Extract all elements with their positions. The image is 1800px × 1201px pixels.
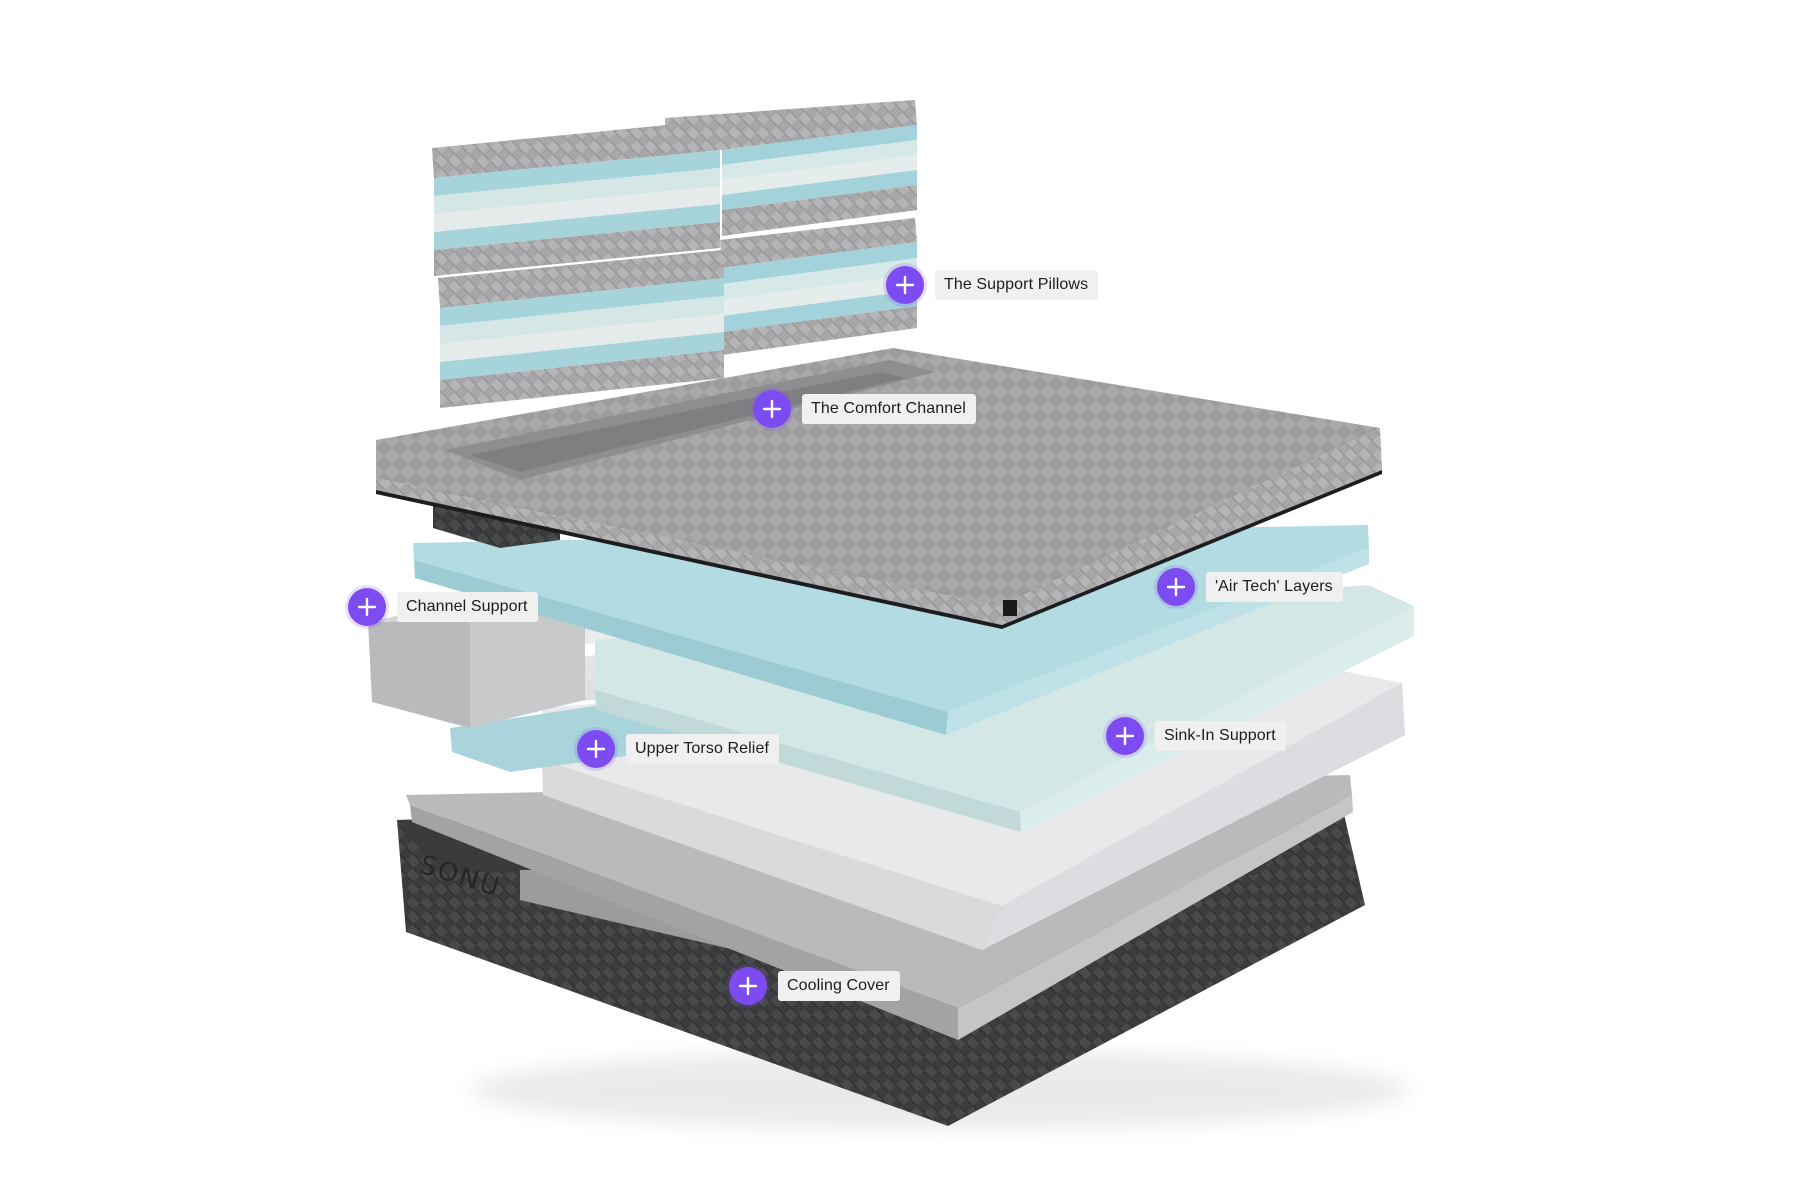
support-pillows (432, 100, 917, 408)
pillow-stack-front-left (438, 250, 724, 408)
hotspot-support-pillows[interactable]: The Support Pillows (886, 266, 1099, 304)
plus-icon[interactable] (753, 390, 791, 428)
hotspot-comfort-channel[interactable]: The Comfort Channel (753, 390, 976, 428)
pillow-stack-back-left (432, 120, 720, 276)
mattress-top-layer (376, 348, 1382, 629)
plus-icon[interactable] (348, 588, 386, 626)
hotspot-label[interactable]: Cooling Cover (778, 971, 900, 1001)
hotspot-sink-in-support[interactable]: Sink-In Support (1106, 717, 1286, 755)
plus-icon[interactable] (1157, 568, 1195, 606)
hotspot-label[interactable]: The Support Pillows (935, 270, 1099, 300)
plus-icon[interactable] (886, 266, 924, 304)
pillow-stack-back-right (665, 100, 917, 236)
hotspot-label[interactable]: Upper Torso Relief (626, 734, 780, 764)
plus-icon[interactable] (577, 730, 615, 768)
hotspot-label[interactable]: 'Air Tech' Layers (1206, 572, 1343, 602)
hotspot-cooling-cover[interactable]: Cooling Cover (729, 967, 900, 1005)
label-tag (1003, 600, 1017, 616)
plus-icon[interactable] (1106, 717, 1144, 755)
hotspot-label[interactable]: Channel Support (397, 592, 538, 622)
plus-icon[interactable] (729, 967, 767, 1005)
pillow-stack-front-right (720, 218, 917, 355)
hotspot-label[interactable]: The Comfort Channel (802, 394, 976, 424)
hotspot-air-tech-layers[interactable]: 'Air Tech' Layers (1157, 568, 1343, 606)
hotspot-label[interactable]: Sink-In Support (1155, 721, 1286, 751)
hotspot-channel-support[interactable]: Channel Support (348, 588, 538, 626)
hotspot-upper-torso-relief[interactable]: Upper Torso Relief (577, 730, 780, 768)
